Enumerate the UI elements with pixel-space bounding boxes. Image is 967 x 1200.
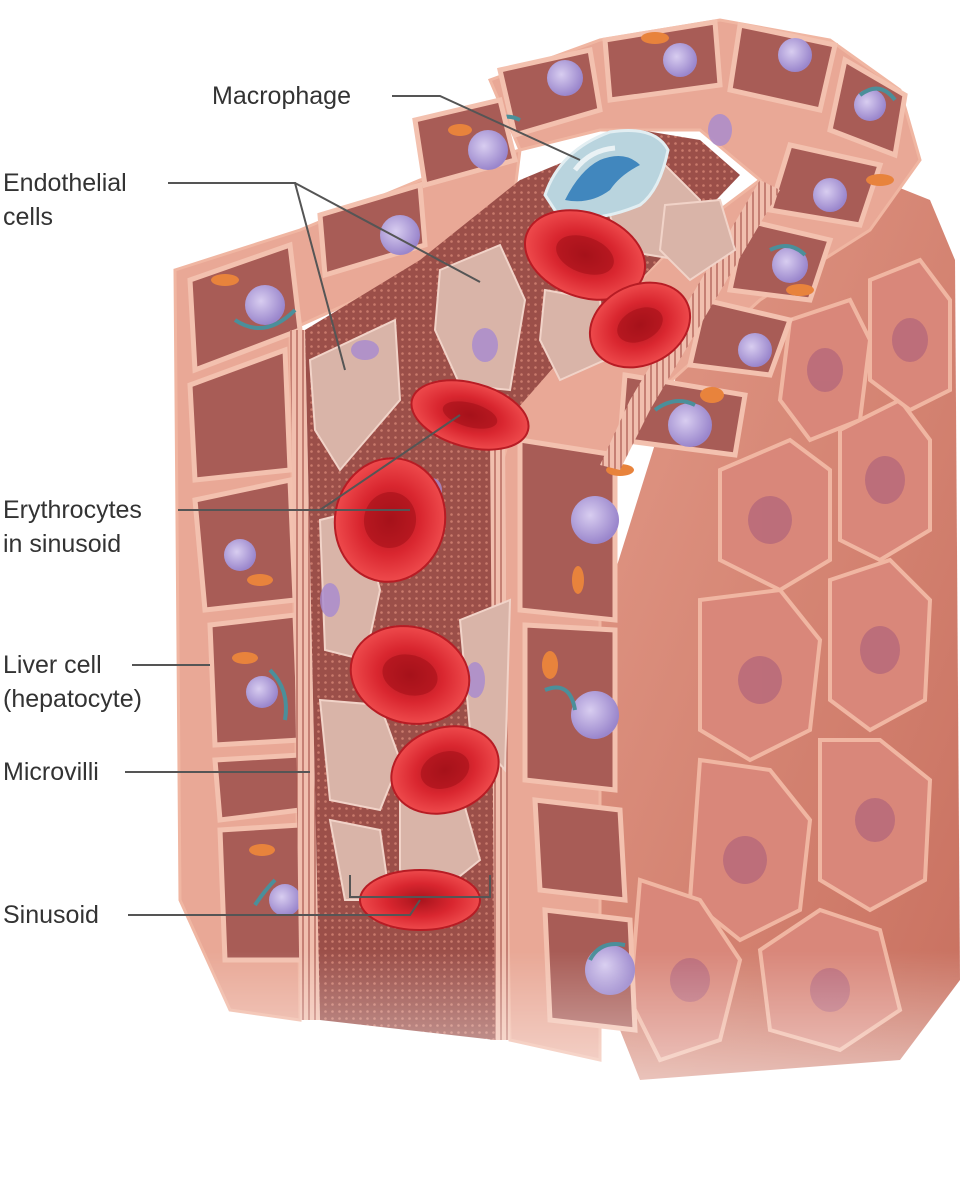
label-endothelial-cells: Endothelial cells: [3, 169, 127, 231]
label-sinusoid: Sinusoid: [3, 901, 99, 929]
leader-lines: [125, 95, 581, 916]
leader-endothelial-b: [294, 182, 481, 283]
macrophage-cell: [543, 128, 670, 221]
erythrocytes: [333, 209, 692, 931]
leader-sinusoid: [128, 899, 421, 916]
label-macrophage: Macrophage: [212, 82, 351, 110]
label-liver-cell: Liver cell (hepatocyte): [3, 651, 142, 713]
label-erythrocytes: Erythrocytes in sinusoid: [3, 496, 142, 558]
bottom-fade: [0, 950, 967, 1200]
endothelial-cells: [308, 114, 737, 902]
leader-macrophage: [392, 95, 581, 161]
label-microvilli: Microvilli: [3, 758, 99, 786]
sinusoid-bracket: [349, 875, 491, 898]
